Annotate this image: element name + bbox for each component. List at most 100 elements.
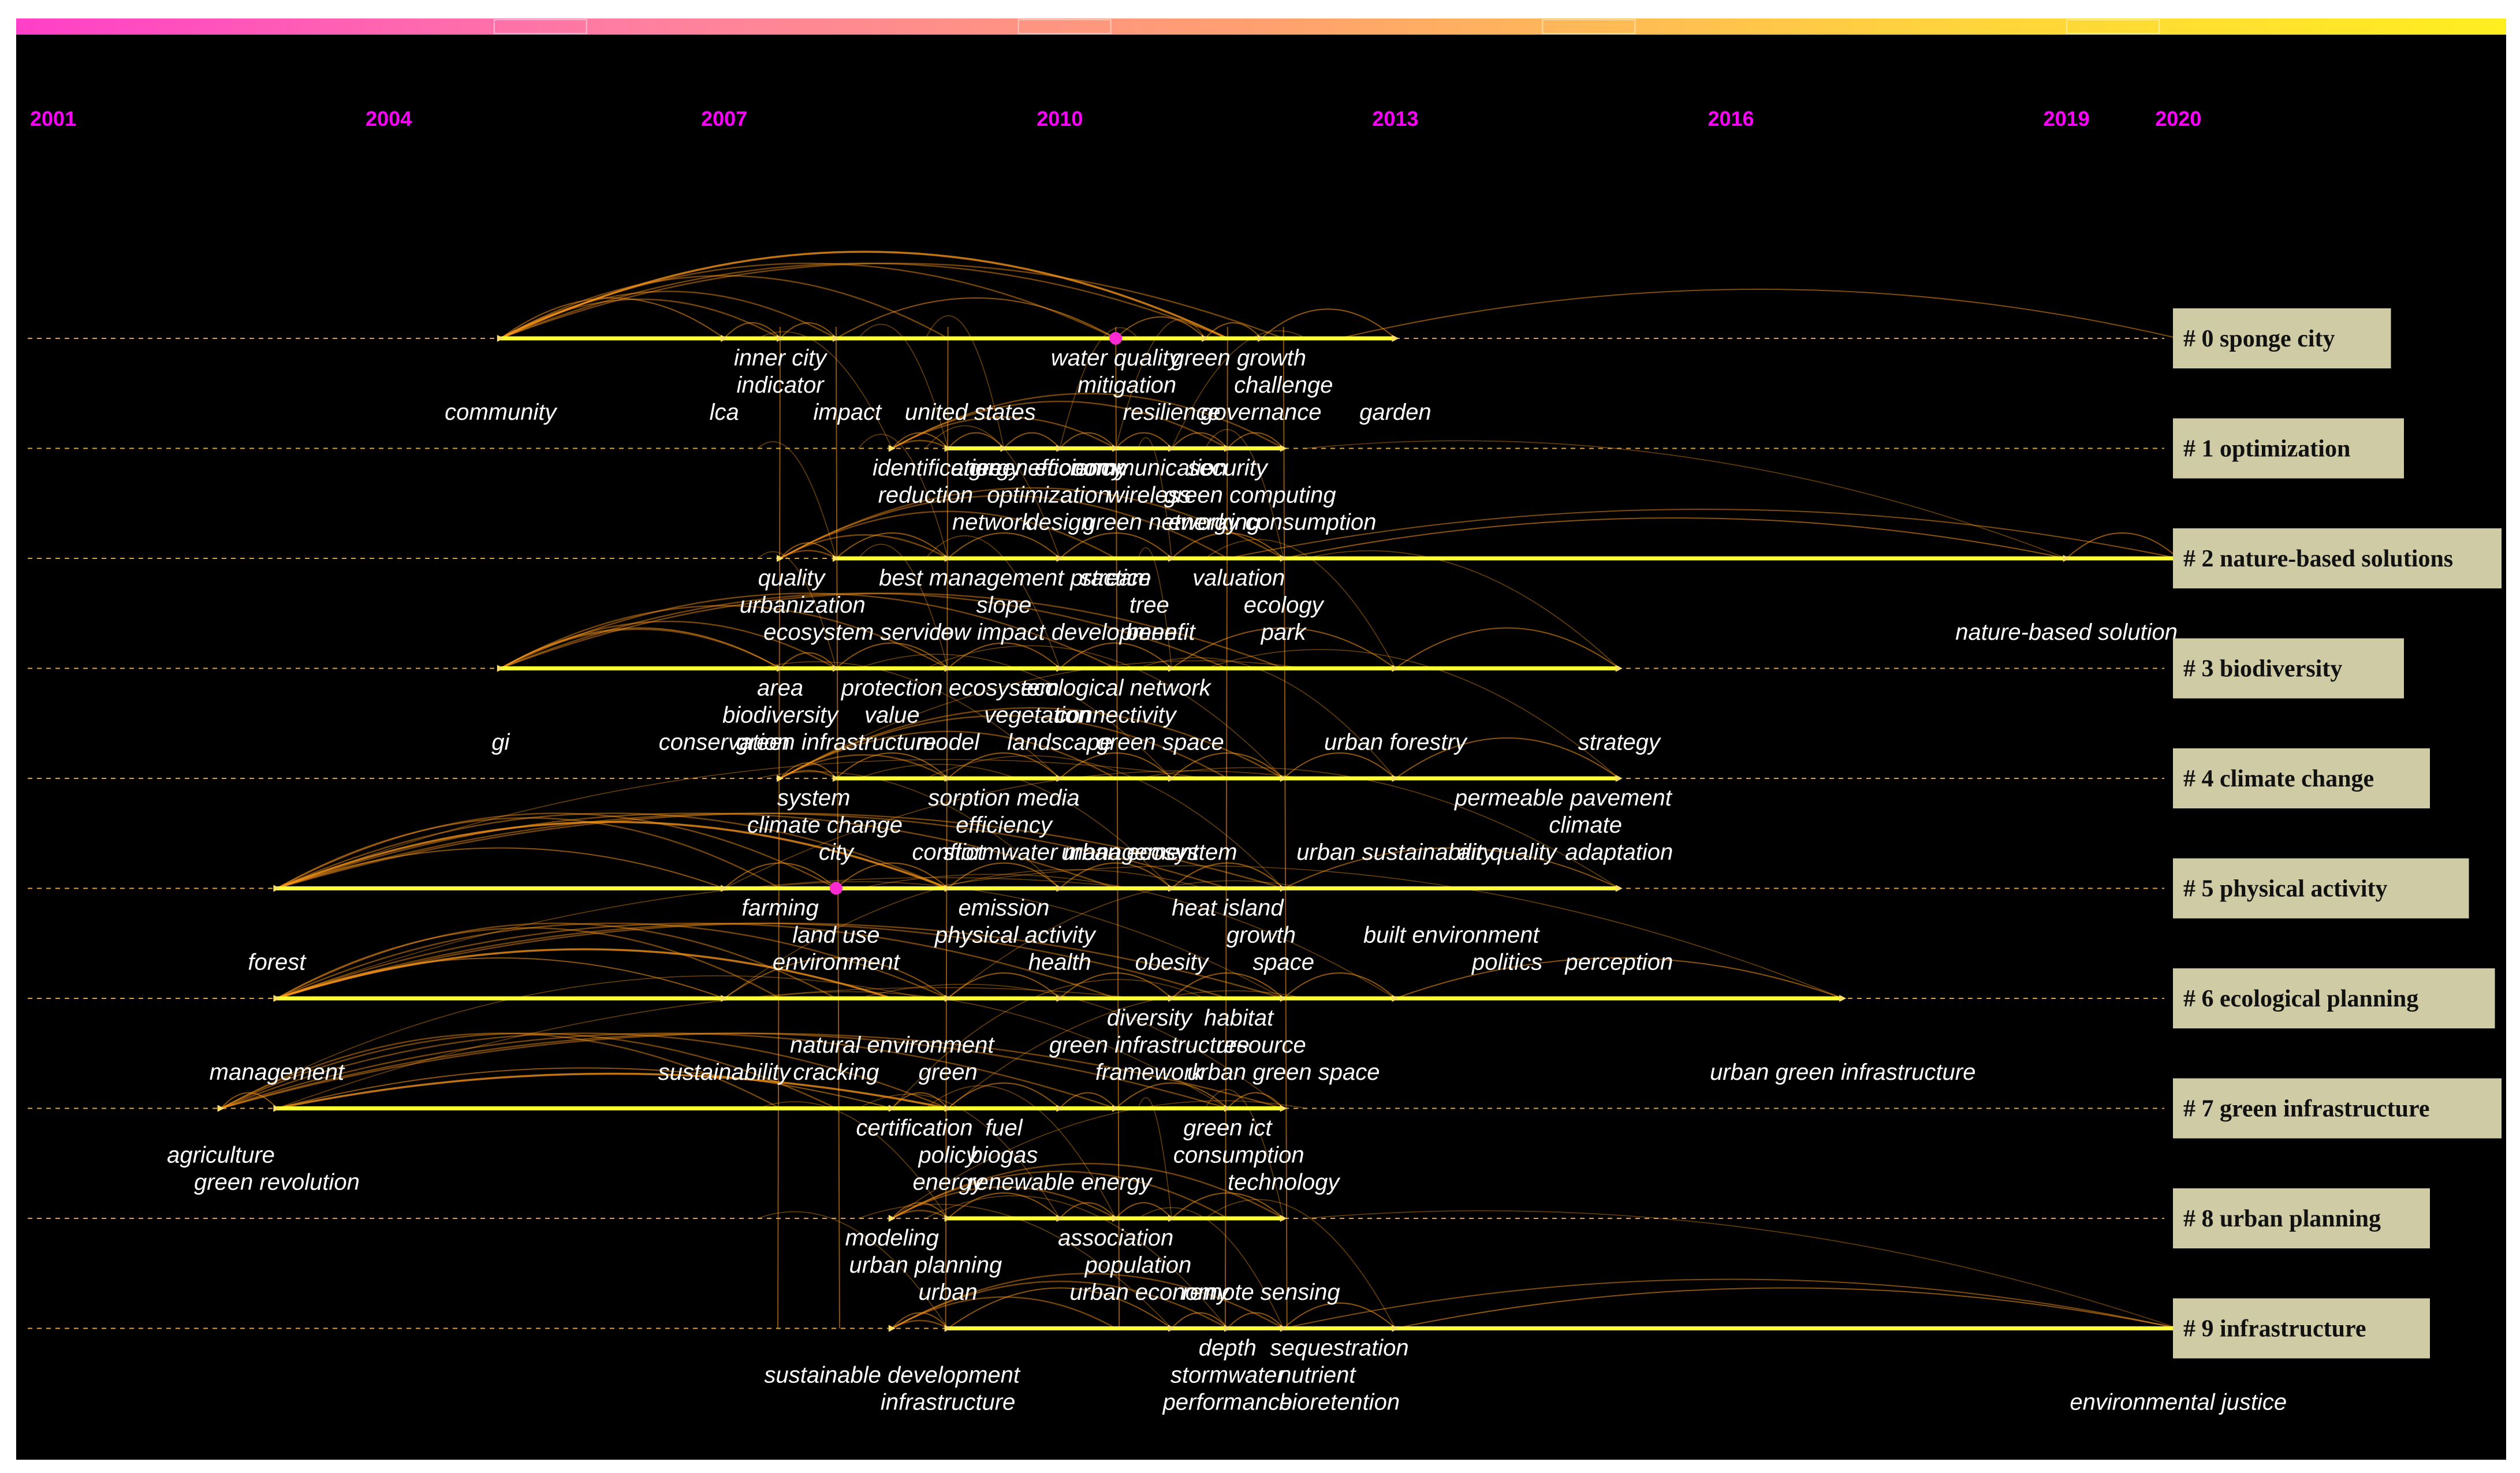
- citation-link: [836, 642, 949, 669]
- keyword-label: biogas: [970, 1143, 1038, 1168]
- keyword-label: heat island: [1172, 896, 1284, 921]
- citation-link: [1283, 1278, 2179, 1329]
- keyword-node-marker: [1056, 665, 1064, 672]
- citation-link: [221, 1032, 1284, 1109]
- keyword-label: valuation: [1192, 565, 1285, 591]
- citation-link: [858, 434, 949, 559]
- keyword-node-marker: [1112, 1105, 1120, 1112]
- keyword-label: landscape: [1007, 730, 1112, 755]
- keyword-node-marker: [944, 1215, 952, 1222]
- cluster-label-box: [2173, 638, 2404, 699]
- keyword-label: agriculture: [167, 1143, 275, 1168]
- citation-link: [947, 1082, 1060, 1109]
- citation-link: [892, 1186, 1116, 1220]
- keyword-node-marker: [1168, 1215, 1175, 1222]
- keyword-node-marker: [1168, 665, 1175, 672]
- keyword-label: green revolution: [194, 1170, 360, 1195]
- citation-link: [892, 1312, 949, 1329]
- keyword-label: framework: [1095, 1060, 1205, 1085]
- keyword-label: fuel: [985, 1116, 1023, 1141]
- citation-link: [892, 1280, 1228, 1329]
- year-bar-segment: [493, 19, 587, 34]
- keyword-node-marker: [1280, 445, 1287, 452]
- keyword-node-marker: [777, 555, 784, 562]
- citation-link: [724, 869, 1206, 999]
- citation-link: [1138, 1097, 1172, 1219]
- year-bar-segment: [2066, 19, 2160, 34]
- citation-link: [1171, 432, 1228, 449]
- citation-link: [1306, 440, 2067, 559]
- citation-link: [780, 660, 1306, 779]
- citation-link: [780, 754, 949, 780]
- citation-link: [1395, 737, 1620, 779]
- citation-link: [1395, 1287, 2179, 1329]
- citation-link: [758, 661, 1060, 779]
- citation-link: [947, 532, 1060, 559]
- citation-link: [925, 1195, 1228, 1329]
- citation-link: [221, 975, 926, 1109]
- hub-link: [1283, 326, 1288, 1329]
- keyword-node-marker: [1168, 445, 1175, 452]
- citation-link: [780, 542, 837, 559]
- keyword-label: water quality: [1051, 345, 1183, 371]
- citation-link: [892, 416, 1116, 449]
- keyword-label: challenge: [1234, 372, 1333, 398]
- citation-link: [925, 1085, 1116, 1219]
- keyword-label: wireless: [1108, 483, 1191, 508]
- citation-link: [780, 762, 837, 779]
- citation-link: [276, 821, 949, 890]
- citation-link: [1205, 429, 1284, 559]
- keyword-label: bioretention: [1279, 1390, 1400, 1415]
- keyword-label: inner city: [734, 345, 828, 371]
- keyword-label: energy efficiency: [950, 456, 1125, 481]
- keyword-label: green ict: [1183, 1116, 1273, 1141]
- citation-link: [1115, 316, 1206, 339]
- keyword-label: ecology: [1244, 592, 1325, 618]
- citation-link: [780, 495, 1228, 560]
- citation-link: [780, 707, 1284, 780]
- keyword-node-marker: [832, 335, 840, 342]
- keyword-label: indicator: [736, 372, 825, 398]
- citation-link: [1227, 1312, 1284, 1329]
- citation-link: [500, 297, 725, 339]
- keyword-label: gi: [491, 730, 510, 755]
- keyword-label: green infrastructure: [1049, 1032, 1250, 1058]
- keyword-label: permeable pavement: [1454, 785, 1673, 811]
- citation-link: [1205, 1089, 1284, 1219]
- burst-node: [1109, 332, 1123, 345]
- citation-link: [1138, 657, 1396, 779]
- keyword-label: energy: [912, 1170, 985, 1195]
- keyword-label: urban ecosystem: [1061, 840, 1237, 865]
- keyword-node-marker: [944, 1105, 952, 1112]
- citation-link: [221, 1032, 949, 1109]
- keyword-label: low impact development: [936, 620, 1185, 645]
- keyword-node-marker: [721, 885, 728, 892]
- keyword-label: design: [1026, 510, 1094, 535]
- citation-link: [925, 755, 1284, 889]
- citation-link: [1059, 532, 1172, 559]
- keyword-label: urban green infrastructure: [1710, 1060, 1975, 1085]
- keyword-node-marker: [1615, 775, 1623, 782]
- keyword-node-marker: [1615, 665, 1623, 672]
- keyword-node-marker: [888, 445, 896, 452]
- keyword-label: lca: [710, 400, 739, 425]
- year-bar-segment: [1542, 19, 1636, 34]
- citation-link: [1171, 752, 1284, 779]
- keyword-node-marker: [888, 1325, 896, 1332]
- citation-link: [276, 817, 781, 889]
- keyword-label: urban sustainability: [1296, 840, 1496, 865]
- keyword-label: green economy: [969, 456, 1130, 481]
- keyword-label: green computing: [1164, 483, 1336, 508]
- keyword-label: certification: [856, 1116, 972, 1141]
- co-citation-links: [220, 251, 2179, 1329]
- citation-link: [1227, 1092, 1284, 1109]
- keyword-node-marker: [1056, 775, 1064, 782]
- cluster-label-box: [2173, 968, 2495, 1028]
- citation-link: [1283, 847, 1620, 889]
- keyword-node-marker: [1202, 335, 1209, 342]
- keyword-label: quality: [758, 565, 827, 591]
- citation-link: [276, 812, 1116, 889]
- citation-link: [1171, 972, 1284, 999]
